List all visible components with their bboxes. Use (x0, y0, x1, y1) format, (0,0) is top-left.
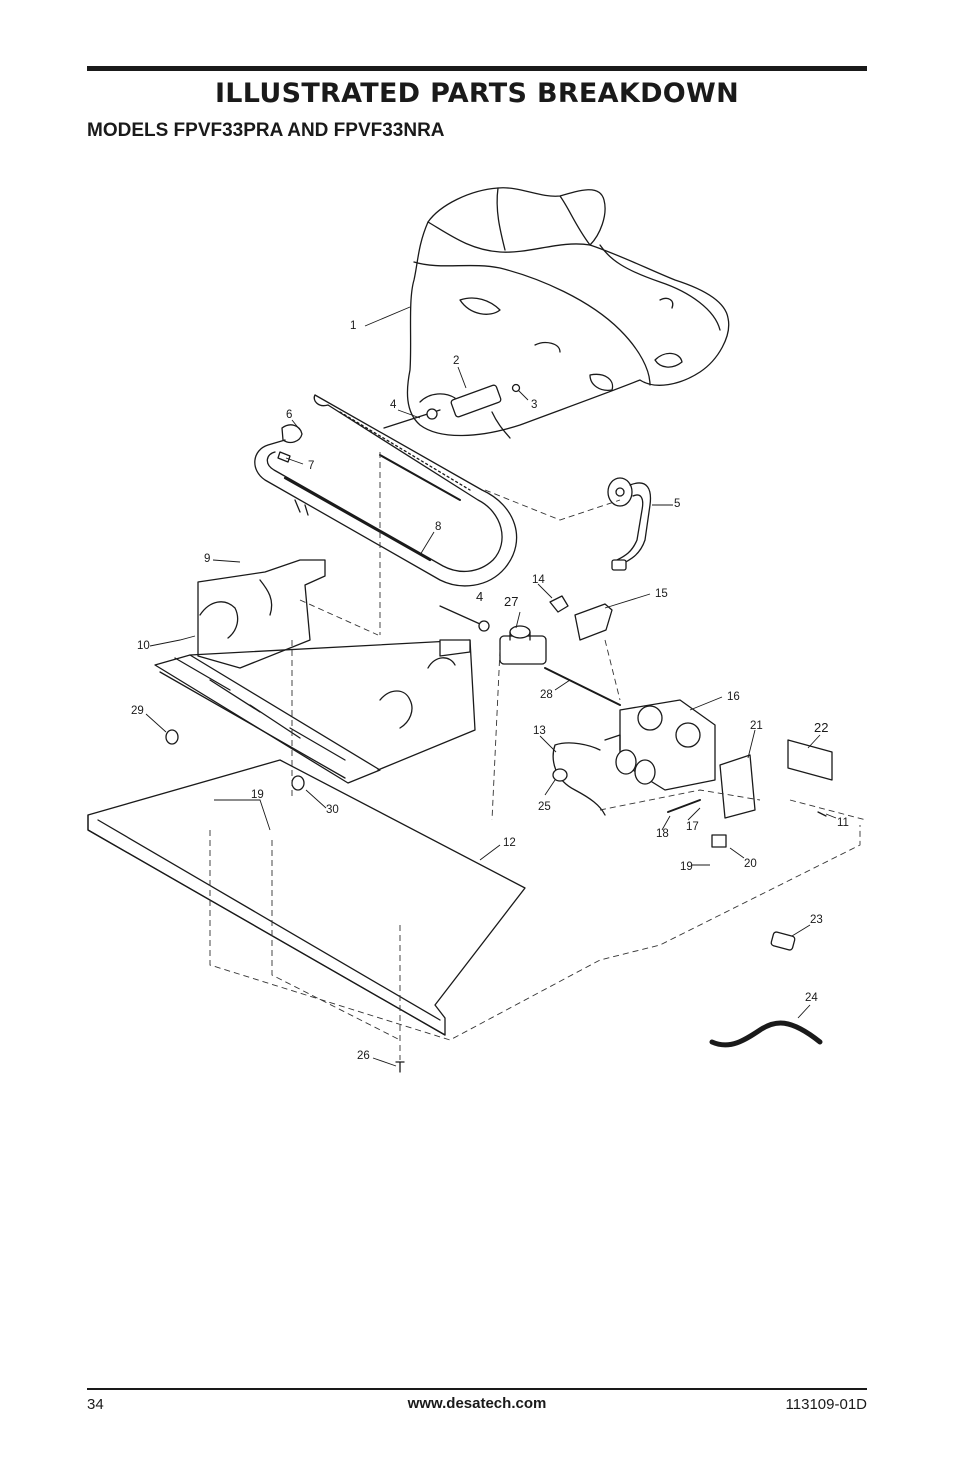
plug-30-shape (291, 775, 305, 791)
part-7-shape (277, 451, 291, 463)
gas-tube-illustration (607, 477, 652, 571)
screw-11-shape (817, 811, 827, 817)
callout-23: 23 (810, 914, 823, 926)
footer-rule (87, 1388, 867, 1390)
callout-4-pilot: 4 (390, 399, 397, 411)
callout-6: 6 (286, 409, 292, 421)
regulator-illustration (439, 605, 547, 665)
callout-1: 1 (350, 320, 356, 332)
document-number: 113109-01D (785, 1396, 867, 1413)
callout-29: 29 (131, 705, 144, 717)
fitting-shape (770, 931, 796, 951)
callout-22: 22 (814, 720, 828, 735)
burner-tube-illustration (254, 394, 518, 587)
callout-12: 12 (503, 837, 516, 849)
page-title: ILLUSTRATED PARTS BREAKDOWN (214, 78, 740, 109)
callout-28: 28 (540, 689, 553, 701)
leader-lines (145, 306, 837, 1067)
callout-20: 20 (744, 858, 757, 870)
callout-8: 8 (435, 521, 441, 533)
gas-valve-illustration (604, 699, 716, 791)
callout-9: 9 (204, 553, 210, 565)
callout-24: 24 (805, 992, 818, 1004)
callout-30: 30 (326, 804, 339, 816)
wire-harness-shape (552, 742, 606, 816)
page-subtitle: MODELS FPVF33PRA AND FPVF33NRA (87, 120, 445, 141)
cover-plate-shape (787, 739, 833, 781)
callout-19-top: 19 (251, 789, 264, 801)
callout-17: 17 (686, 821, 699, 833)
callout-25: 25 (538, 801, 551, 813)
flex-hose-shape (709, 1020, 823, 1048)
callout-26: 26 (357, 1050, 370, 1062)
callout-5: 5 (674, 498, 680, 510)
header-rule (87, 66, 867, 71)
thermocouple-shape (667, 799, 701, 813)
pilot-assembly-illustration (383, 383, 521, 439)
valve-bracket-shape (574, 603, 613, 641)
callout-13: 13 (533, 725, 546, 737)
plug-29-shape (165, 729, 179, 745)
assembly-lines (209, 452, 867, 1060)
callout-27: 27 (504, 594, 518, 609)
part-25-shape (552, 768, 568, 782)
screw-26-shape (395, 1061, 405, 1073)
callout-10: 10 (137, 640, 150, 652)
part-6-shape (281, 424, 303, 444)
callout-14: 14 (532, 574, 545, 586)
elbow-fitting-shape (549, 595, 569, 613)
callout-21: 21 (750, 720, 763, 732)
callout-19-bottom: 19 (680, 861, 693, 873)
supply-tube-shape (544, 667, 621, 706)
control-plate-shape (719, 754, 756, 819)
callout-4-orifice: 4 (476, 589, 483, 604)
page-number: 34 (87, 1396, 104, 1413)
callout-11: 11 (837, 817, 849, 829)
callout-15: 15 (655, 588, 668, 600)
base-pan-illustration (87, 759, 526, 1036)
callout-16: 16 (727, 691, 740, 703)
callout-3: 3 (531, 399, 537, 411)
switch-shape (711, 834, 727, 848)
callout-labels: 1 2 3 4 4 5 6 7 8 9 10 11 12 13 14 15 16… (131, 320, 849, 1062)
log-set-illustration (406, 187, 730, 437)
callout-18: 18 (656, 828, 669, 840)
callout-7: 7 (308, 460, 314, 472)
footer-website: www.desatech.com (407, 1395, 547, 1412)
callout-2: 2 (453, 355, 459, 367)
log-grate-illustration (154, 559, 476, 784)
